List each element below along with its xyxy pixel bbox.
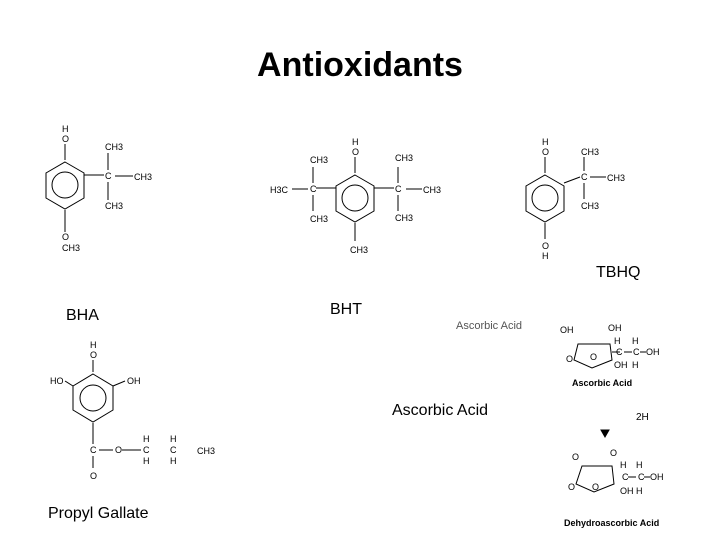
asc-oh-left: OH: [560, 325, 574, 335]
pg-oh: OH: [127, 376, 141, 386]
asc-struct-label: Ascorbic Acid: [572, 378, 632, 388]
bht-ch3-rt: CH3: [395, 153, 413, 163]
tbhq-structure: H O C CH3 CH3 CH3 O H: [525, 137, 625, 261]
pg-o: O: [90, 350, 97, 360]
tbhq-o: O: [542, 147, 549, 157]
pg-c-a: C: [143, 445, 150, 455]
tbhq-c: C: [581, 172, 588, 182]
two-h-label: 2H: [636, 412, 649, 423]
bht-structure: H O C CH3 H3C CH3 C CH3 CH3 CH3 CH3: [270, 137, 441, 255]
tbhq-ch3-right: CH3: [607, 173, 625, 183]
bht-c-right: C: [395, 184, 402, 194]
bht-o: O: [352, 147, 359, 157]
pg-h-a1: H: [143, 434, 150, 444]
bht-ch3-bottom: CH3: [350, 245, 368, 255]
bha-och3: CH3: [62, 243, 80, 253]
asc-o-ring: O: [590, 352, 597, 362]
pg-ring: [72, 373, 114, 423]
dha-h1: H: [620, 460, 627, 470]
bha-ch3-right: CH3: [134, 172, 152, 182]
dha-o-ring: O: [592, 482, 599, 492]
bha-ring: [45, 161, 85, 210]
tbhq-h: H: [542, 137, 549, 147]
bha-ch3-top: CH3: [105, 142, 123, 152]
asc-oh-right: OH: [608, 323, 622, 333]
pg-o-carbonyl: O: [90, 471, 97, 481]
dha-h2: H: [636, 460, 643, 470]
tbhq-ring-inner: [531, 184, 559, 212]
dha-c1: C: [622, 472, 629, 482]
page-title: Antioxidants: [257, 46, 463, 84]
asc-c2: C: [633, 347, 640, 357]
reaction-arrow: [600, 429, 610, 439]
dha-o2: O: [610, 448, 617, 458]
bht-ring: [335, 174, 375, 223]
dha-struct-label: Dehydroascorbic Acid: [564, 518, 659, 528]
asc-ring: [573, 343, 613, 369]
bha-o: O: [62, 134, 69, 144]
dha-o1: O: [572, 452, 579, 462]
bht-ch3-rr: CH3: [423, 185, 441, 195]
pg-ho: HO: [50, 376, 64, 386]
dha-h3: H: [636, 486, 643, 496]
pg-o-ester: O: [115, 445, 122, 455]
pg-ring-inner: [79, 384, 107, 412]
bha-h: H: [62, 124, 69, 134]
tbhq-label: TBHQ: [596, 264, 641, 281]
ascorbic-acid-small-label: Ascorbic Acid: [456, 320, 523, 332]
bha-structure: H O C CH3 CH3 CH3 O CH3: [45, 124, 152, 253]
pg-h-b2: H: [170, 456, 177, 466]
bht-c-left: C: [310, 184, 317, 194]
pg-bond-ho: [64, 380, 74, 387]
bht-ch3-lb: CH3: [310, 214, 328, 224]
bht-h: H: [352, 137, 359, 147]
propyl-gallate-label: Propyl Gallate: [48, 505, 149, 522]
tbhq-h-bottom: H: [542, 251, 549, 261]
asc-h3: H: [632, 360, 639, 370]
asc-oh-bottom: OH: [614, 360, 628, 370]
propyl-gallate-structure: H O HO OH C O H C H H C H CH3 O: [50, 340, 215, 481]
tbhq-ch3-top: CH3: [581, 147, 599, 157]
tbhq-o-bottom: O: [542, 241, 549, 251]
dha-o3: O: [568, 482, 575, 492]
bht-ch3-lt: CH3: [310, 155, 328, 165]
pg-bond-oh: [112, 380, 126, 387]
bht-label: BHT: [330, 301, 362, 318]
asc-oh-end: OH: [646, 347, 660, 357]
bht-ring-inner: [341, 184, 369, 212]
bha-c: C: [105, 171, 112, 181]
bha-o2: O: [62, 232, 69, 242]
tbhq-ring: [525, 174, 565, 223]
dha-oh-end: OH: [650, 472, 664, 482]
dha-c2: C: [638, 472, 645, 482]
pg-c: C: [90, 445, 97, 455]
asc-o-left: O: [566, 354, 573, 364]
dehydroascorbic-structure: O O O O H H C C OH OH H Dehydroascorbic …: [564, 448, 664, 528]
bht-ch3-rb: CH3: [395, 213, 413, 223]
pg-ch3: CH3: [197, 446, 215, 456]
arrow-head: [600, 429, 610, 439]
pg-c-b: C: [170, 445, 177, 455]
tbhq-ch3-bottom: CH3: [581, 201, 599, 211]
ascorbic-acid-label: Ascorbic Acid: [392, 402, 489, 419]
asc-h1: H: [614, 336, 621, 346]
bha-ch3-bottom: CH3: [105, 201, 123, 211]
bht-h3c: H3C: [270, 185, 289, 195]
pg-h-a2: H: [143, 456, 150, 466]
dha-ring: [575, 465, 615, 493]
pg-h-b1: H: [170, 434, 177, 444]
bha-label: BHA: [66, 307, 99, 324]
asc-c1: C: [616, 347, 623, 357]
tbhq-bond-c: [563, 176, 581, 184]
ascorbic-structure: OH OH O O H H C C OH OH H Ascorbic Acid: [560, 323, 660, 388]
bha-ring-inner: [51, 171, 79, 199]
dha-oh: OH: [620, 486, 634, 496]
pg-h: H: [90, 340, 97, 350]
asc-h2: H: [632, 336, 639, 346]
